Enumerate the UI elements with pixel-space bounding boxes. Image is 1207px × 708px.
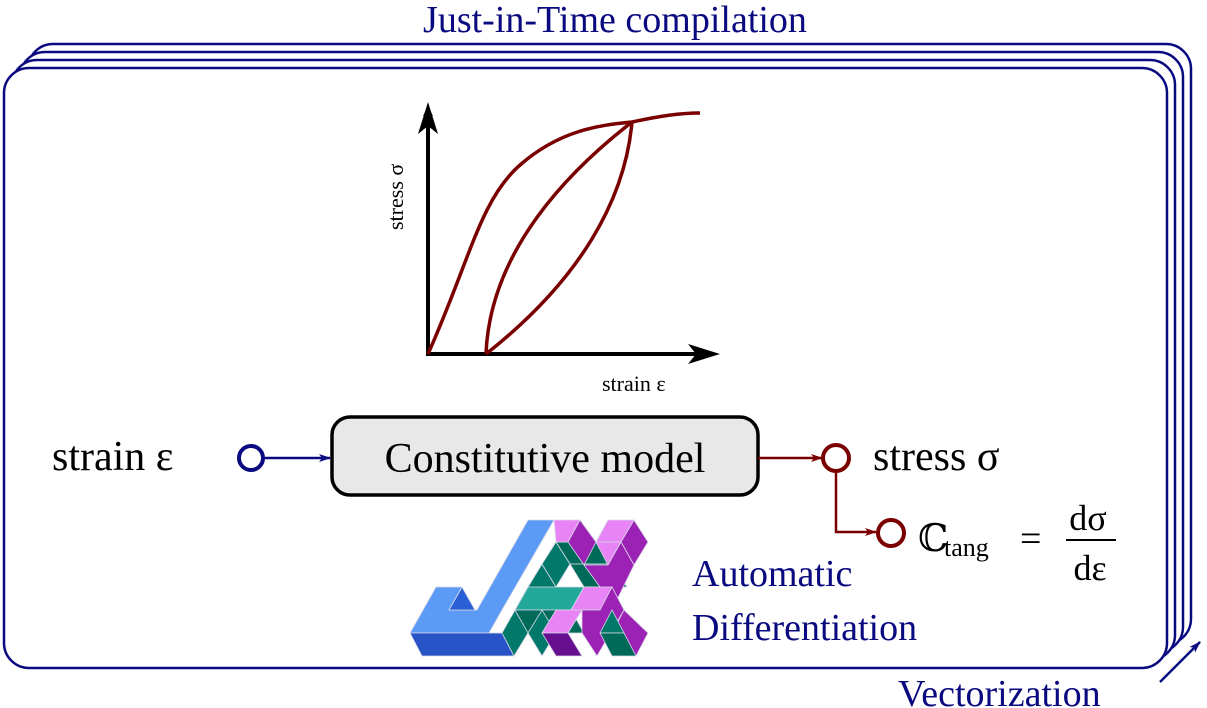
- vectorization-arrow: [1159, 641, 1201, 683]
- tangent-denominator: dε: [1073, 548, 1106, 588]
- tangent-subscript: tang: [944, 533, 989, 562]
- output-label: stress σ: [873, 434, 999, 480]
- constitutive-model-box: [330, 415, 760, 497]
- tangent-arrow: [834, 471, 877, 536]
- output-node: [821, 443, 851, 473]
- constitutive-model-label: Constitutive model: [385, 436, 706, 482]
- x-axis-label: strain ε: [602, 371, 666, 396]
- vectorization-label: Vectorization: [898, 673, 1101, 708]
- jax-logo: [409, 519, 649, 657]
- autodiff-label-line1: Automatic: [692, 553, 852, 595]
- autodiff-label-line2: Differentiation: [692, 607, 917, 649]
- reloading-curve: [484, 120, 634, 355]
- tangent-symbol: ℂ: [918, 518, 948, 560]
- loading-curve: [426, 111, 701, 355]
- unloading-curve: [484, 121, 634, 356]
- input-node: [237, 444, 265, 472]
- tangent-equals: =: [1020, 518, 1041, 560]
- input-label: strain ε: [52, 434, 173, 480]
- stress-strain-graph: stress σ strain ε: [383, 102, 720, 396]
- y-axis-arrowhead: [418, 102, 438, 134]
- tangent-numerator: dσ: [1069, 498, 1106, 538]
- x-axis-arrowhead: [688, 344, 720, 364]
- jit-title: Just-in-Time compilation: [423, 0, 807, 41]
- frame-front: [2, 66, 1169, 670]
- y-axis-label: stress σ: [383, 164, 408, 230]
- tangent-node: [876, 518, 906, 548]
- tangent-formula: ℂ tang = dσ dε: [918, 498, 1116, 588]
